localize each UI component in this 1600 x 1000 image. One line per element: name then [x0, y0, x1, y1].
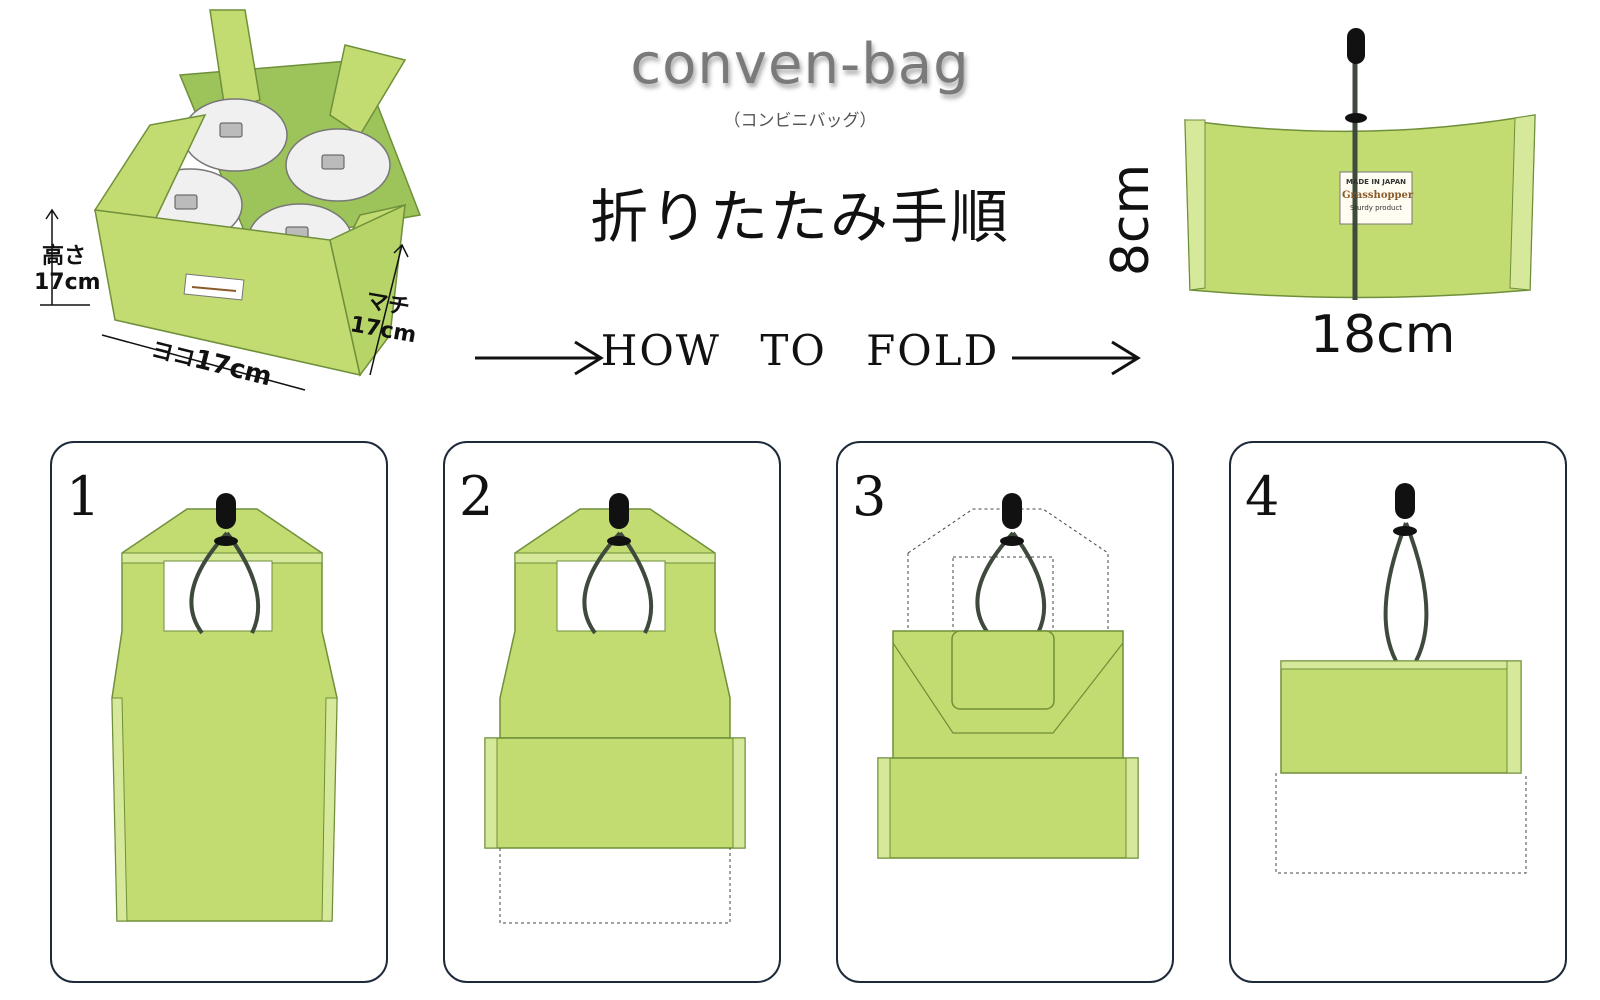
tag-brand: Grasshopper — [1342, 190, 1414, 201]
step-panel-3: 3 — [836, 441, 1174, 983]
tag-sturdy: Sturdy product — [1349, 204, 1403, 212]
page-title: conven-bag — [630, 32, 970, 97]
step-panel-1: 1 — [50, 441, 388, 983]
step-1-illustration — [111, 493, 338, 922]
folded-bag-illustration — [1184, 28, 1536, 300]
height-label-text: 高さ — [41, 244, 86, 269]
tag-made-in: MADE IN JAPAN — [1345, 178, 1407, 186]
arrow-right-icon — [1012, 340, 1141, 376]
folded-height-label: 8cm — [1101, 163, 1162, 277]
step-number: 4 — [1245, 465, 1280, 528]
step-2-illustration — [484, 493, 746, 924]
step-number: 1 — [66, 465, 101, 528]
depth-label: マチ 17cm — [348, 287, 423, 350]
how-to-fold-label: HOW TO FOLD — [600, 326, 1000, 375]
open-bag-illustration — [40, 9, 422, 391]
folded-width-label: 18cm — [1310, 305, 1456, 365]
height-value: 17cm — [34, 270, 101, 295]
step-number: 3 — [852, 465, 887, 528]
step-number: 2 — [459, 465, 494, 528]
arrow-right-icon — [475, 340, 604, 376]
heading-japanese: 折りたたみ手順 — [589, 183, 1010, 251]
step-panel-2: 2 — [443, 441, 781, 983]
step-3-illustration — [877, 493, 1139, 859]
height-label: 高さ 17cm — [34, 244, 101, 296]
page-subtitle: （コンビニバッグ） — [723, 111, 877, 131]
step-4-illustration — [1275, 483, 1527, 874]
folded-tag: MADE IN JAPAN Grasshopper Sturdy product — [1342, 176, 1414, 215]
step-panel-4: 4 — [1229, 441, 1567, 983]
